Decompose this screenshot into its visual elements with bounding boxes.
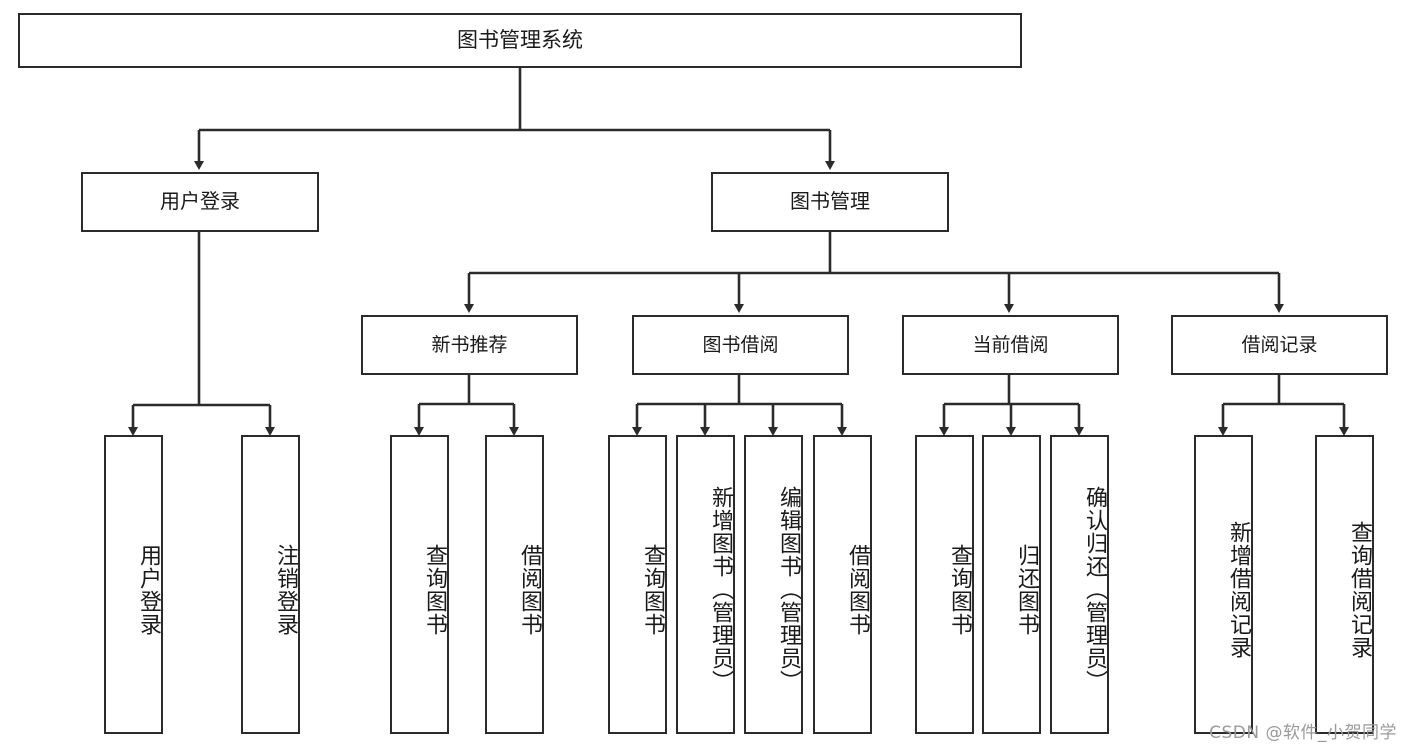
watermark-text: CSDN @软件_小贺同学 <box>1209 723 1397 743</box>
node-label: 借阅图书 <box>845 543 870 636</box>
node-label: 用户登录 <box>136 543 161 636</box>
leaf-user-login-logout[interactable]: 注销登录 <box>241 435 300 734</box>
node-label: 新增图书（管理员） <box>708 486 733 693</box>
node-label: 确认归还（管理员） <box>1082 486 1107 693</box>
node-label: 查询图书 <box>640 543 665 636</box>
node-label: 图书管理 <box>790 189 870 214</box>
leaf-borrow-add-book-admin[interactable]: 新增图书（管理员） <box>676 435 735 734</box>
node-label: 查询图书 <box>947 543 972 636</box>
node-book-management[interactable]: 图书管理 <box>711 172 949 232</box>
leaf-current-confirm-return-admin[interactable]: 确认归还（管理员） <box>1050 435 1109 734</box>
leaf-record-add-record[interactable]: 新增借阅记录 <box>1194 435 1253 734</box>
leaf-borrow-borrow-book[interactable]: 借阅图书 <box>813 435 872 734</box>
leaf-borrow-query-book[interactable]: 查询图书 <box>608 435 667 734</box>
node-book-borrow[interactable]: 图书借阅 <box>632 315 849 375</box>
node-user-login[interactable]: 用户登录 <box>81 172 319 232</box>
node-label: 编辑图书（管理员） <box>776 486 801 693</box>
node-borrow-record[interactable]: 借阅记录 <box>1171 315 1388 375</box>
node-label: 查询图书 <box>422 543 447 636</box>
leaf-recommend-query-book[interactable]: 查询图书 <box>390 435 449 734</box>
node-new-book-recommend[interactable]: 新书推荐 <box>361 315 578 375</box>
node-label: 查询借阅记录 <box>1347 520 1372 659</box>
node-label: 归还图书 <box>1014 543 1039 636</box>
node-label: 图书借阅 <box>702 333 779 356</box>
leaf-user-login-login[interactable]: 用户登录 <box>104 435 163 734</box>
node-current-borrow[interactable]: 当前借阅 <box>902 315 1119 375</box>
node-label: 用户登录 <box>160 189 240 214</box>
node-root-system[interactable]: 图书管理系统 <box>18 13 1022 68</box>
node-label: 当前借阅 <box>972 333 1049 356</box>
node-label: 新增借阅记录 <box>1226 520 1251 659</box>
leaf-current-query-book[interactable]: 查询图书 <box>915 435 974 734</box>
leaf-record-query-record[interactable]: 查询借阅记录 <box>1315 435 1374 734</box>
node-label: 图书管理系统 <box>457 28 583 53</box>
node-label: 注销登录 <box>273 543 298 636</box>
node-label: 借阅记录 <box>1241 333 1318 356</box>
leaf-recommend-borrow-book[interactable]: 借阅图书 <box>485 435 544 734</box>
leaf-current-return-book[interactable]: 归还图书 <box>982 435 1041 734</box>
node-label: 借阅图书 <box>517 543 542 636</box>
node-label: 新书推荐 <box>431 333 508 356</box>
leaf-borrow-edit-book-admin[interactable]: 编辑图书（管理员） <box>744 435 803 734</box>
